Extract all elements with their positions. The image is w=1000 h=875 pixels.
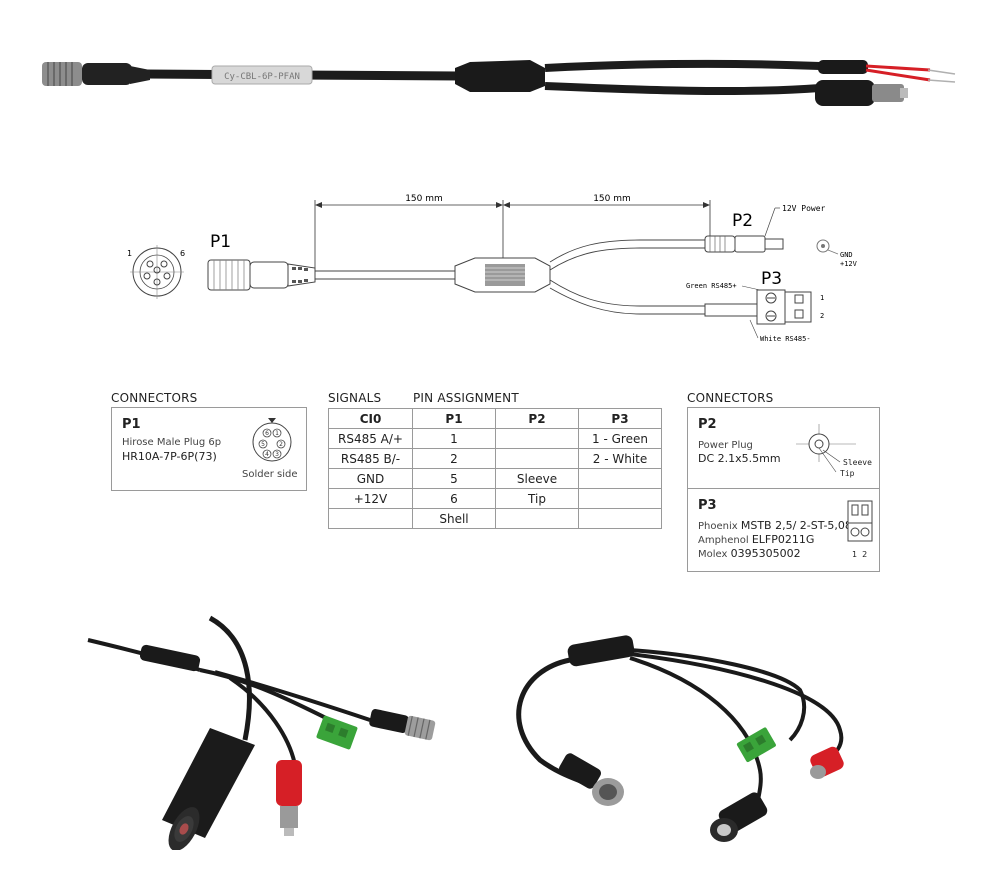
p1-label: P1 bbox=[210, 232, 231, 252]
p1-info-part: HR10A-7P-6P(73) bbox=[122, 450, 217, 463]
table-cell bbox=[495, 428, 579, 449]
p3-terminal-diagram bbox=[847, 500, 873, 542]
p1-info-desc: Hirose Male Plug 6p bbox=[122, 437, 222, 448]
connectors-left-title: CONNECTORS bbox=[111, 391, 198, 405]
table-row: Shell bbox=[328, 508, 662, 529]
splitter-drawing bbox=[454, 257, 551, 293]
p3-terminal-pin-labels: 1 2 bbox=[852, 550, 868, 559]
table-cell: RS485 B/- bbox=[328, 448, 413, 469]
table-row: GND 5 Sleeve bbox=[328, 468, 662, 489]
table-cell: Sleeve bbox=[495, 468, 579, 489]
p1-connector-drawing bbox=[207, 259, 316, 291]
p2-sleeve-label: Sleeve bbox=[843, 458, 872, 467]
p2-plug-diagram bbox=[796, 424, 856, 473]
p3-pin-2-label: 2 bbox=[820, 312, 824, 320]
p1-info-box: P1 Hirose Male Plug 6p HR10A-7P-6P(73) 6… bbox=[111, 407, 307, 491]
p3-info-label: P3 bbox=[698, 498, 717, 513]
table-cell: 1 - Green bbox=[578, 428, 662, 449]
p3-info-line3: Molex 0395305002 bbox=[698, 547, 801, 560]
polarity-icon bbox=[816, 239, 839, 255]
p2-tip-label: Tip bbox=[840, 469, 855, 478]
table-cell bbox=[328, 508, 413, 529]
cable-photo-top: Cy-CBL-6P-PFAN bbox=[42, 59, 956, 106]
pin-assignment-title: PIN ASSIGNMENT bbox=[413, 391, 519, 405]
dimension-label-left: 150 mm bbox=[405, 194, 443, 204]
table-cell: GND bbox=[328, 468, 413, 489]
pin-assignment-table: CI0 P1 P2 P3 RS485 A/+ 1 1 - Green RS485… bbox=[328, 408, 662, 529]
p1-info-label: P1 bbox=[122, 417, 141, 432]
p3-pin-1-label: 1 bbox=[820, 294, 824, 302]
svg-text:4: 4 bbox=[265, 451, 269, 458]
table-cell bbox=[495, 508, 579, 529]
p2-plus-label: +12V bbox=[840, 260, 858, 268]
p2-info-desc: Power Plug bbox=[698, 440, 753, 451]
splitter-photo-right bbox=[567, 635, 635, 667]
p2-info-box: P2 Power Plug DC 2.1x5.5mm Sleeve Tip bbox=[687, 407, 880, 489]
p2-info-spec: DC 2.1x5.5mm bbox=[698, 452, 781, 465]
svg-text:2: 2 bbox=[279, 441, 283, 448]
table-header-cell: P2 bbox=[495, 408, 579, 429]
table-cell: 6 bbox=[412, 488, 496, 509]
p3-green-callout: Green RS485+ bbox=[686, 282, 737, 290]
p2-callout: 12V Power bbox=[782, 204, 826, 213]
p3-terminal-drawing bbox=[704, 289, 812, 325]
table-cell: 2 bbox=[412, 448, 496, 469]
table-cell bbox=[578, 488, 662, 509]
dimension-label-right: 150 mm bbox=[593, 194, 631, 204]
hirose-female-photo bbox=[559, 753, 624, 806]
table-header-cell: P3 bbox=[578, 408, 662, 429]
green-terminal-photo bbox=[316, 715, 358, 750]
splitter-photo-bottom bbox=[139, 644, 201, 672]
p3-label: P3 bbox=[761, 269, 782, 289]
p1-solder-note: Solder side bbox=[242, 469, 298, 480]
p2-gnd-label: GND bbox=[840, 251, 853, 259]
p2-label: P2 bbox=[732, 211, 753, 231]
table-row: RS485 A/+ 1 1 - Green bbox=[328, 428, 662, 449]
svg-text:1: 1 bbox=[275, 430, 279, 437]
table-header-cell: CI0 bbox=[328, 408, 413, 429]
svg-text:5: 5 bbox=[261, 441, 265, 448]
table-cell: RS485 A/+ bbox=[328, 428, 413, 449]
table-row: +12V 6 Tip bbox=[328, 488, 662, 509]
black-dc-jack-photo bbox=[710, 792, 768, 842]
table-cell: Shell bbox=[412, 508, 496, 529]
table-header-cell: P1 bbox=[412, 408, 496, 429]
p3-info-box: P3 Phoenix MSTB 2,5/ 2-ST-5,08 Amphenol … bbox=[687, 488, 880, 572]
table-cell bbox=[578, 468, 662, 489]
table-header-row: CI0 P1 P2 P3 bbox=[328, 408, 662, 429]
table-cell: 2 - White bbox=[578, 448, 662, 469]
hirose-connector-photo-bottom bbox=[369, 708, 436, 741]
table-cell bbox=[495, 448, 579, 469]
green-terminal-photo-right bbox=[736, 727, 776, 763]
cable-label-sleeve bbox=[211, 65, 313, 85]
p3-info-line2: Amphenol ELFP0211G bbox=[698, 533, 815, 546]
pin-label-6: 6 bbox=[180, 249, 185, 258]
table-row: RS485 B/- 2 2 - White bbox=[328, 448, 662, 469]
connectors-right-title: CONNECTORS bbox=[687, 391, 774, 405]
svg-text:6: 6 bbox=[265, 430, 269, 437]
red-dc-plug-photo bbox=[276, 760, 302, 836]
table-cell: +12V bbox=[328, 488, 413, 509]
cable-assembly-photo bbox=[516, 635, 844, 842]
table-cell: 1 bbox=[412, 428, 496, 449]
svg-text:3: 3 bbox=[275, 451, 279, 458]
p2-plug-drawing bbox=[704, 235, 784, 253]
p2-info-label: P2 bbox=[698, 417, 717, 432]
camera-assembly-photo bbox=[87, 615, 436, 850]
red-dc-jack-photo bbox=[810, 746, 844, 779]
table-cell bbox=[578, 508, 662, 529]
pin-label-1: 1 bbox=[127, 249, 132, 258]
bullet-camera-photo bbox=[162, 728, 255, 850]
p3-white-callout: White RS485- bbox=[760, 335, 811, 343]
table-cell: 5 bbox=[412, 468, 496, 489]
p1-pin-front-view bbox=[130, 245, 184, 299]
technical-drawing: 150 mm 150 mm 1 6 P1 bbox=[127, 194, 858, 343]
signals-title: SIGNALS bbox=[328, 391, 382, 405]
dc-plug-photo bbox=[815, 80, 875, 106]
splitter-photo bbox=[455, 60, 545, 92]
table-cell: Tip bbox=[495, 488, 579, 509]
p3-info-line1: Phoenix MSTB 2,5/ 2-ST-5,08 bbox=[698, 519, 852, 532]
cable-label-text: Cy-CBL-6P-PFAN bbox=[224, 72, 300, 82]
